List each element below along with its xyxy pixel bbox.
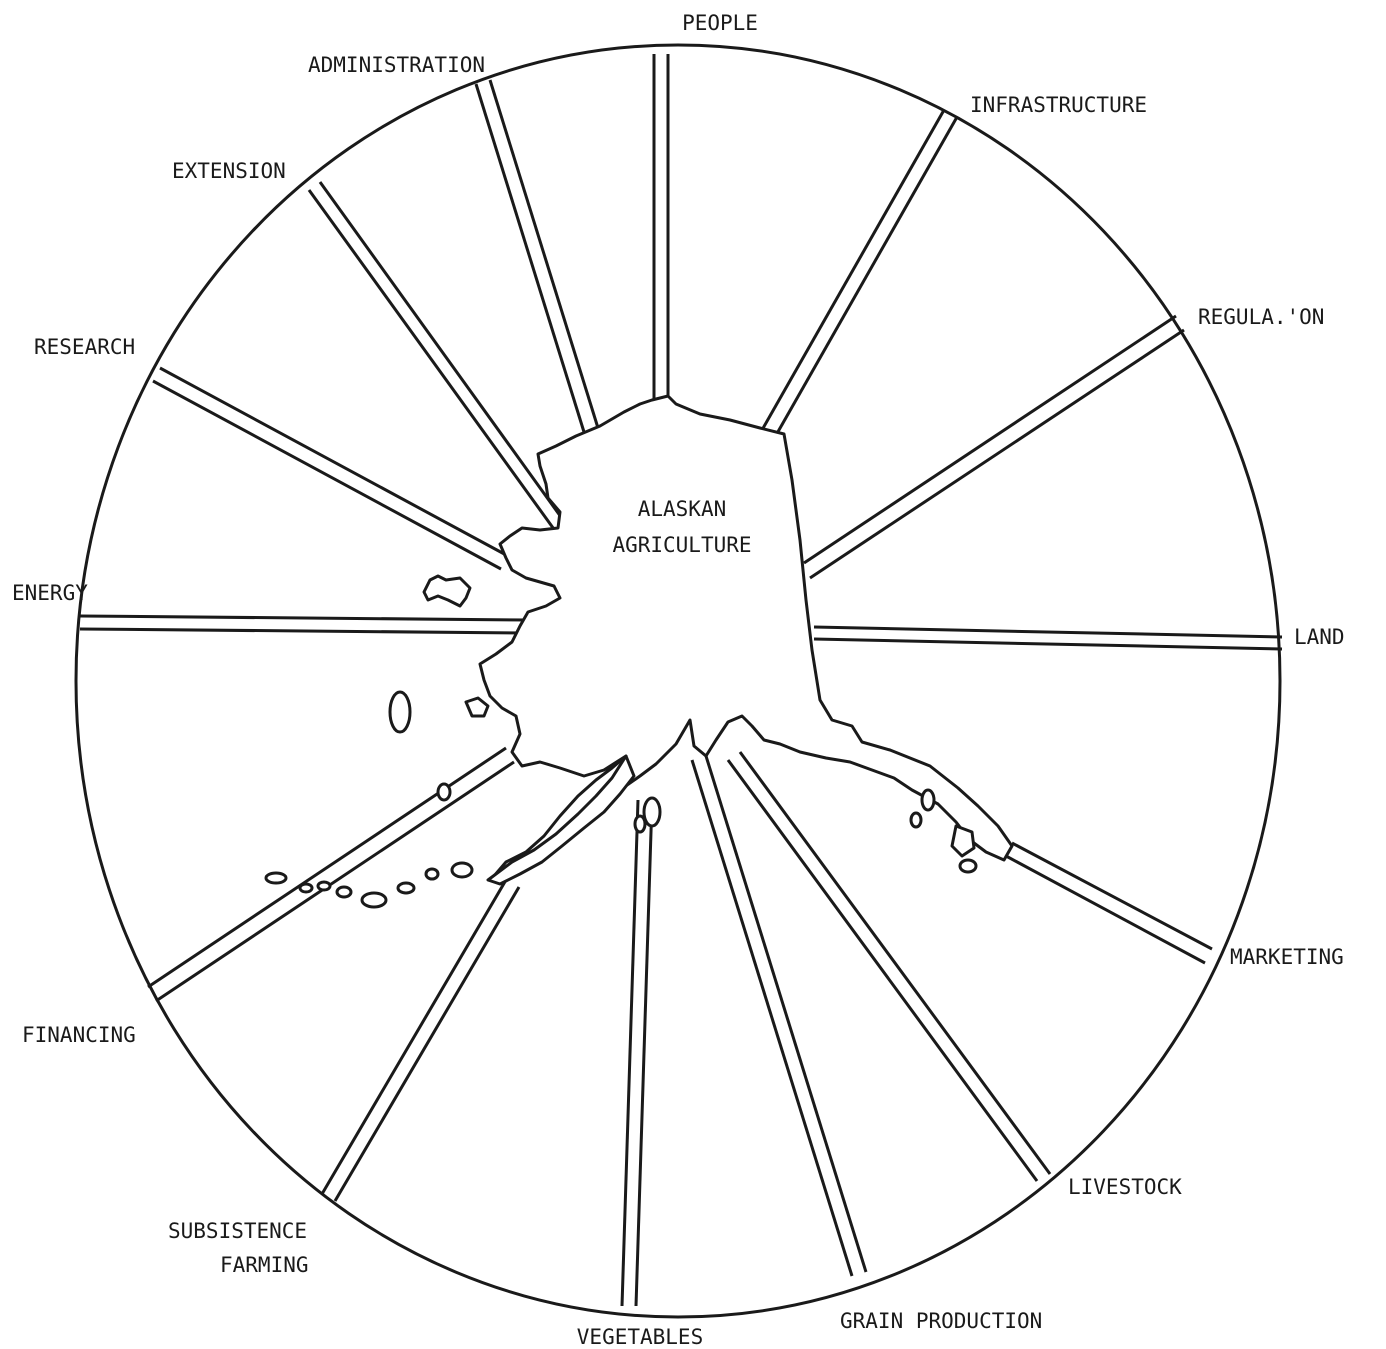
island-panhandle-2 bbox=[909, 811, 923, 829]
label-infrastructure: INFRASTRUCTURE bbox=[970, 93, 1147, 117]
spoke-grain-production bbox=[690, 755, 868, 1277]
spoke-energy bbox=[79, 614, 529, 635]
island-aleutian-3 bbox=[316, 880, 332, 892]
spoke-people bbox=[652, 54, 670, 400]
spoke-land bbox=[813, 625, 1283, 651]
island-aleutian-2 bbox=[298, 882, 314, 894]
island-nunivak bbox=[388, 690, 412, 734]
spoke-vegetables bbox=[620, 799, 654, 1307]
spoke-extension bbox=[307, 181, 568, 533]
island-saint-lawrence bbox=[422, 574, 472, 608]
label-extension: EXTENSION bbox=[172, 159, 286, 183]
label-energy: ENERGY bbox=[12, 581, 88, 605]
label-administration: ADMINISTRATION bbox=[308, 53, 485, 77]
island-aleutian-6 bbox=[396, 881, 416, 895]
outer-circle bbox=[74, 43, 1282, 1319]
label-marketing: MARKETING bbox=[1230, 945, 1344, 969]
island-kodiak-1 bbox=[642, 796, 662, 828]
label-people: PEOPLE bbox=[682, 11, 758, 35]
alaska-map bbox=[478, 394, 1014, 886]
alaska-peninsula bbox=[486, 754, 636, 886]
label-financing: FINANCING bbox=[22, 1023, 136, 1047]
label-regulation: REGULA.'ON bbox=[1198, 305, 1324, 329]
island-aleutian-8 bbox=[450, 861, 474, 879]
spoke-regulation bbox=[803, 314, 1185, 580]
spoke-livestock bbox=[726, 751, 1052, 1182]
islands bbox=[264, 574, 978, 909]
label-land: LAND bbox=[1294, 625, 1345, 649]
island-small-2 bbox=[436, 782, 452, 802]
label-vegetables: VEGETABLES bbox=[577, 1325, 703, 1349]
spoke-administration bbox=[474, 79, 600, 433]
island-panhandle-1 bbox=[920, 788, 936, 812]
label-livestock: LIVESTOCK bbox=[1068, 1175, 1182, 1199]
island-aleutian-1 bbox=[264, 871, 288, 885]
island-kodiak-2 bbox=[633, 814, 647, 834]
spoke-subsistence-farming bbox=[320, 879, 521, 1202]
label-grain-production: GRAIN PRODUCTION bbox=[840, 1309, 1042, 1333]
island-small-1 bbox=[464, 696, 490, 718]
label-subsistence-line1: SUBSISTENCE bbox=[168, 1219, 307, 1243]
spoke-research bbox=[152, 366, 509, 571]
island-aleutian-5 bbox=[360, 891, 388, 909]
spoke-infrastructure bbox=[760, 109, 959, 438]
center-title-line2: AGRICULTURE bbox=[612, 533, 751, 557]
island-aleutian-7 bbox=[424, 867, 440, 881]
island-panhandle-3 bbox=[950, 824, 976, 858]
label-subsistence-line2: FARMING bbox=[220, 1253, 309, 1277]
spokes bbox=[79, 54, 1283, 1307]
center-title-line1: ALASKAN bbox=[638, 497, 727, 521]
island-panhandle-4 bbox=[958, 858, 978, 874]
island-aleutian-4 bbox=[335, 885, 353, 899]
spoke-marketing bbox=[1005, 841, 1213, 965]
label-research: RESEARCH bbox=[34, 335, 135, 359]
